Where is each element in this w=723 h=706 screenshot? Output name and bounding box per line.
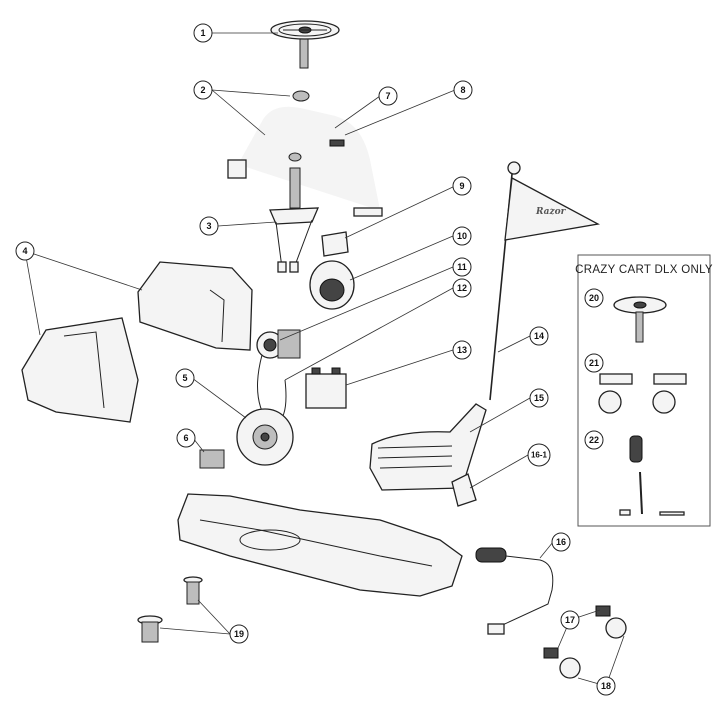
callout-7: 7 <box>378 86 398 106</box>
svg-text:16-1: 16-1 <box>531 451 548 460</box>
callout-9: 9 <box>452 176 472 196</box>
callout-19: 19 <box>229 624 249 644</box>
callout-20: 20 <box>584 288 604 308</box>
svg-text:6: 6 <box>183 433 188 443</box>
callout-4: 4 <box>15 241 35 261</box>
callout-10: 10 <box>452 226 472 246</box>
seat-part <box>369 403 487 491</box>
svg-text:10: 10 <box>457 231 467 241</box>
svg-text:22: 22 <box>589 435 599 445</box>
flag-label: Razor <box>535 207 567 217</box>
svg-text:17: 17 <box>565 615 575 625</box>
svg-text:14: 14 <box>534 331 544 341</box>
chassis-frame-part <box>177 493 463 597</box>
svg-text:19: 19 <box>234 629 244 639</box>
dlx-caster-part <box>598 373 687 414</box>
dlx-wheel-part <box>613 296 667 343</box>
safety-flag-part: Razor <box>489 161 600 401</box>
hub-part <box>199 449 225 469</box>
callout-13: 13 <box>452 340 472 360</box>
body-panel-part <box>21 261 253 423</box>
callout-15: 15 <box>529 388 549 408</box>
post-part <box>137 576 203 643</box>
svg-text:9: 9 <box>459 181 464 191</box>
callout-11: 11 <box>452 257 472 277</box>
callout-18: 18 <box>596 676 616 696</box>
callout-17: 17 <box>560 610 580 630</box>
rear-wheel-part <box>236 408 294 466</box>
steering-wheel-part <box>270 20 340 69</box>
callout-21: 21 <box>584 353 604 373</box>
svg-text:12: 12 <box>457 283 467 293</box>
pedal-part <box>451 473 477 507</box>
callout-16: 16 <box>551 532 571 552</box>
dlx-grip-part <box>619 435 685 516</box>
leader-lines <box>24 32 625 687</box>
svg-text:1: 1 <box>200 28 205 38</box>
svg-text:11: 11 <box>457 262 467 272</box>
svg-text:7: 7 <box>385 91 390 101</box>
bracket-part <box>321 231 349 257</box>
callout-1: 1 <box>193 23 213 43</box>
svg-text:5: 5 <box>182 373 187 383</box>
svg-text:15: 15 <box>534 393 544 403</box>
svg-text:18: 18 <box>601 681 611 691</box>
svg-text:4: 4 <box>22 246 27 256</box>
callout-22: 22 <box>584 430 604 450</box>
svg-text:16: 16 <box>556 537 566 547</box>
callout-12: 12 <box>452 278 472 298</box>
handle-bar-part <box>475 547 554 635</box>
steering-fork-part <box>269 167 320 273</box>
svg-text:8: 8 <box>460 85 465 95</box>
svg-text:13: 13 <box>457 345 467 355</box>
motor-cover-part <box>309 260 355 310</box>
callout-6: 6 <box>176 428 196 448</box>
svg-text:21: 21 <box>589 358 599 368</box>
battery-part <box>305 367 347 409</box>
caster-wheel-part <box>543 605 627 679</box>
inset-title: CRAZY CART DLX ONLY <box>575 264 713 276</box>
svg-text:3: 3 <box>206 221 211 231</box>
callout-3: 3 <box>199 216 219 236</box>
callout-14: 14 <box>529 326 549 346</box>
callout-5: 5 <box>175 368 195 388</box>
steering-frame-part <box>227 90 383 217</box>
callout-2: 2 <box>193 80 213 100</box>
callout-8: 8 <box>453 80 473 100</box>
svg-text:20: 20 <box>589 293 599 303</box>
svg-text:2: 2 <box>200 85 205 95</box>
callout-16-1: 16-1 <box>527 443 551 467</box>
